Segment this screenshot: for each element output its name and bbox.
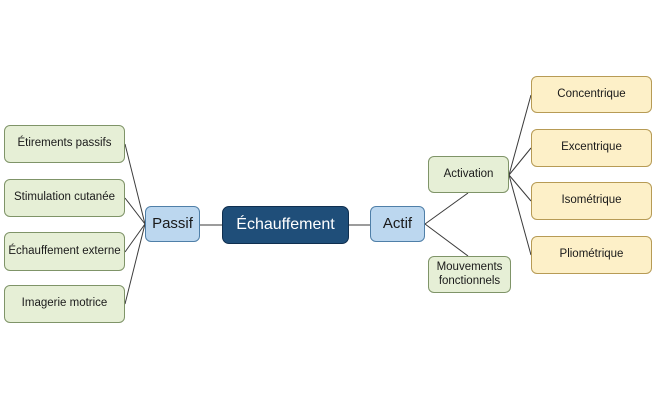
link-activation-item-2: [508, 147, 532, 176]
link-passive-item-2: [124, 197, 146, 225]
activation-item-1: Concentrique: [531, 76, 652, 113]
activation-item-2: Excentrique: [531, 129, 652, 167]
link-activation-item-3: [508, 174, 532, 202]
functional-movements-node: Mouvements fonctionnels: [428, 256, 511, 293]
activation-node: Activation: [428, 156, 509, 193]
link-passive-item-3: [124, 223, 146, 253]
passive-item-3: Échauffement externe: [4, 232, 125, 271]
root-node: Échauffement: [222, 206, 349, 244]
passive-node: Passif: [145, 206, 200, 242]
link-active-functional: [424, 223, 469, 257]
activation-item-3: Isométrique: [531, 182, 652, 220]
link-passive-item-4: [124, 223, 146, 305]
passive-item-1: Étirements passifs: [4, 125, 125, 163]
link-active-activation: [424, 192, 469, 225]
passive-item-4: Imagerie motrice: [4, 285, 125, 323]
link-passive-item-1: [124, 143, 146, 225]
passive-item-2: Stimulation cutanée: [4, 179, 125, 217]
link-activation-item-1: [508, 94, 532, 176]
activation-item-4: Pliométrique: [531, 236, 652, 274]
link-activation-item-4: [508, 174, 532, 256]
active-node: Actif: [370, 206, 425, 242]
